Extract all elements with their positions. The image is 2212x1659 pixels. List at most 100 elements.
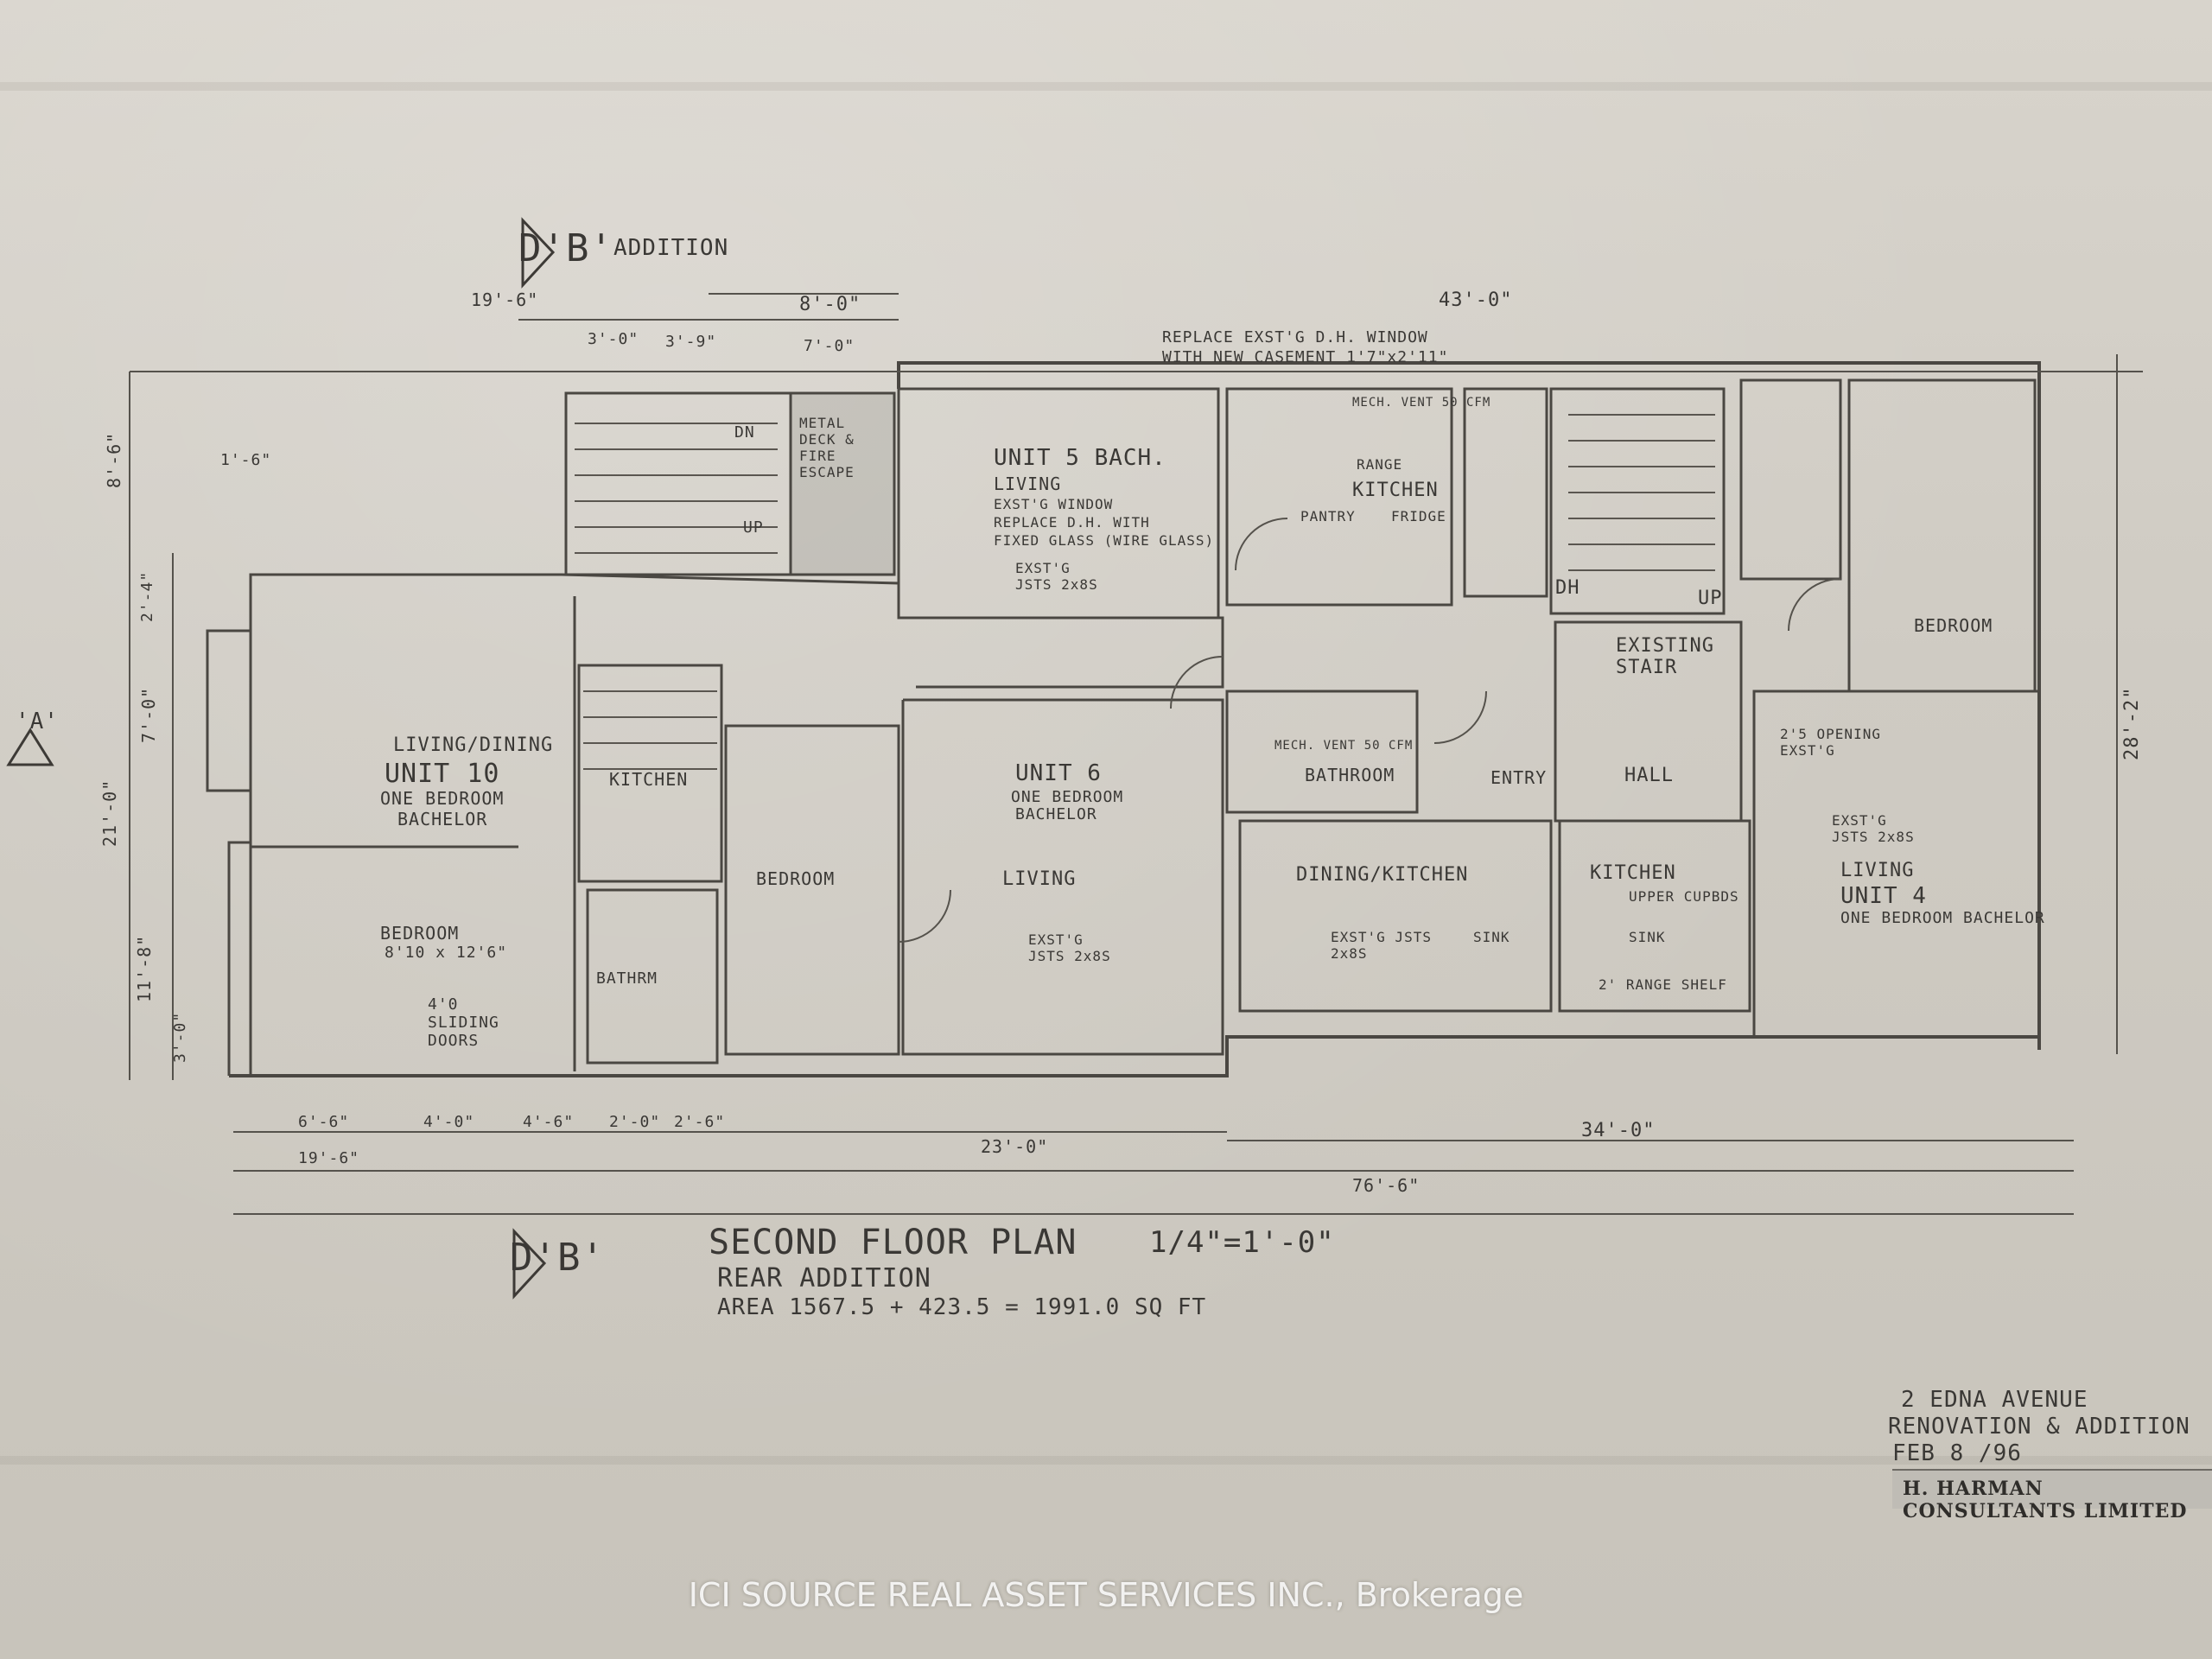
dim-7-0: 7'-0" [804,337,855,355]
dim-2-4: 2'-4" [138,570,156,622]
unit-5-note-2: REPLACE D.H. WITH [994,514,1150,531]
bedroom-u4-label: BEDROOM [1914,615,1993,636]
pantry-label: PANTRY [1300,508,1356,524]
unit-4-joists: EXST'G JSTS 2x8S [1832,812,1915,845]
unit-10-sub-2: BACHELOR [397,809,488,830]
dim-7-0-left: 7'-0" [138,686,159,743]
paper-fold [0,1456,2212,1465]
unit-5-label: UNIT 5 BACH. [994,445,1166,471]
kitchen-u10 [577,664,723,883]
dim-3-9: 3'-9" [665,333,717,351]
replace-window-note-2: WITH NEW CASEMENT 1'7"x2'11" [1162,348,1449,366]
title-block-address: 2 EDNA AVENUE [1901,1387,2088,1413]
unit-5-note-3: FIXED GLASS (WIRE GLASS) [994,532,1215,549]
bathroom-mid [1225,690,1419,814]
plan-area: AREA 1567.5 + 423.5 = 1991.0 SQ FT [717,1294,1207,1320]
dim-6-6: 6'-6" [298,1113,350,1131]
dim-3-0: 3'-0" [588,330,639,348]
dim-2-0: 2'-0" [609,1113,661,1131]
dim-34-0: 34'-0" [1581,1120,1656,1141]
dim-23-0: 23'-0" [981,1136,1049,1157]
fridge-label: FRIDGE [1391,508,1446,524]
unit-6-sub-1: ONE BEDROOM [1011,788,1124,806]
upper-cupbds-note: UPPER CUPBDS [1629,888,1739,905]
section-mark-bottom: D'B' [510,1236,605,1280]
dim-19-6-top: 19'-6" [471,289,539,310]
unit-6-label: UNIT 6 [1015,760,1102,786]
unit-4-bath [1739,378,1842,581]
dim-4-0: 4'-0" [423,1113,475,1131]
hall-label: HALL [1624,765,1674,786]
unit-4-living: LIVING [1840,860,1915,881]
unit-4-bedroom [1847,378,2037,693]
unit-6-joists: EXST'G JSTS 2x8S [1028,931,1111,964]
dining-kitchen-joists: EXST'G JSTS 2x8S [1331,929,1432,962]
addition-stair [564,391,792,576]
bathroom-u10-label: BATHRM [596,969,658,988]
metal-deck [789,391,896,576]
entry-label: ENTRY [1491,767,1548,788]
bedroom-u6-label: BEDROOM [756,868,836,889]
kitchen-top-label: KITCHEN [1352,480,1439,501]
metal-deck-note: METAL DECK & FIRE ESCAPE [799,415,855,480]
unit-4-label: UNIT 4 [1840,883,1927,909]
kitchen-u4 [1558,819,1751,1013]
top-kitchen [1225,387,1453,607]
existing-stair [1549,387,1726,615]
unit-10-sub-1: ONE BEDROOM [380,788,505,809]
range-shelf-note: 2' RANGE SHELF [1599,976,1727,993]
left-bay [206,629,252,1076]
unit-6-walls [901,698,1224,1056]
dining-kitchen [1238,819,1553,1013]
range-label: RANGE [1357,456,1403,473]
living-dining-label: LIVING/DINING [393,734,554,756]
dim-8-0: 8'-0" [799,294,861,315]
existing-stair-note: EXISTING STAIR [1616,635,1714,678]
section-mark-top: D'B' [518,226,613,270]
consultant-stamp: H. HARMAN CONSULTANTS LIMITED [1892,1469,2212,1522]
unit-6-living: LIVING [1002,868,1077,890]
sliding-doors-note: 4'0 SLIDING DOORS [428,995,499,1050]
unit-10-label: UNIT 10 [385,759,500,789]
dim-21-0: 21'-0" [99,779,120,847]
dim-28-2: 28'-2" [2121,686,2143,760]
bedroom-size: 8'10 x 12'6" [385,944,508,962]
replace-window-note-1: REPLACE EXST'G D.H. WINDOW [1162,328,1428,346]
dim-1-6: 1'-6" [220,451,272,469]
dim-19-6-bottom: 19'-6" [298,1149,360,1167]
dim-76-6: 76'-6" [1352,1175,1421,1196]
up-note-right: UP [1698,588,1723,609]
unit-5-joists: EXST'G JSTS 2x8S [1015,560,1098,593]
title-block-date: FEB 8 /96 [1892,1440,2022,1466]
opening-exst-note: 2'5 OPENING EXST'G [1780,726,1881,759]
plan-subtitle: REAR ADDITION [717,1263,931,1294]
up-note-left: UP [743,518,764,537]
plan-scale: 1/4"=1'-0" [1149,1225,1335,1260]
kitchen-u4-label: KITCHEN [1590,862,1676,884]
addition-note: ADDITION [613,235,729,261]
title-block-project: RENOVATION & ADDITION [1888,1414,2190,1440]
dim-8-6: 8'-6" [104,431,124,488]
sink-label-mid: SINK [1473,929,1510,945]
dim-43-0: 43'-0" [1439,289,1513,311]
kitchen-u10-label: KITCHEN [609,769,689,790]
dim-3-0-left: 3'-0" [171,1011,189,1063]
brokerage-watermark: ICI SOURCE REAL ASSET SERVICES INC., Bro… [688,1576,1524,1614]
unit-6-sub-2: BACHELOR [1015,805,1097,823]
dh-note: DH [1555,577,1580,599]
bottom-wall [229,1035,2039,1077]
top-bath [1463,387,1548,598]
unit-6-bedroom [724,724,900,1056]
bedroom-u10-label: BEDROOM [380,923,460,944]
unit-5-living: LIVING [994,474,1062,494]
consultant-stamp-text: H. HARMAN CONSULTANTS LIMITED [1903,1478,2188,1522]
paper-fold [0,82,2212,91]
plan-title: SECOND FLOOR PLAN [709,1223,1077,1262]
dim-11-8: 11'-8" [134,934,155,1002]
section-mark-left: 'A' [16,709,59,734]
mech-vent-top: MECH. VENT 50 CFM [1352,396,1491,410]
unit-4-living [1752,690,2041,1039]
exterior-wall [249,573,1224,1076]
